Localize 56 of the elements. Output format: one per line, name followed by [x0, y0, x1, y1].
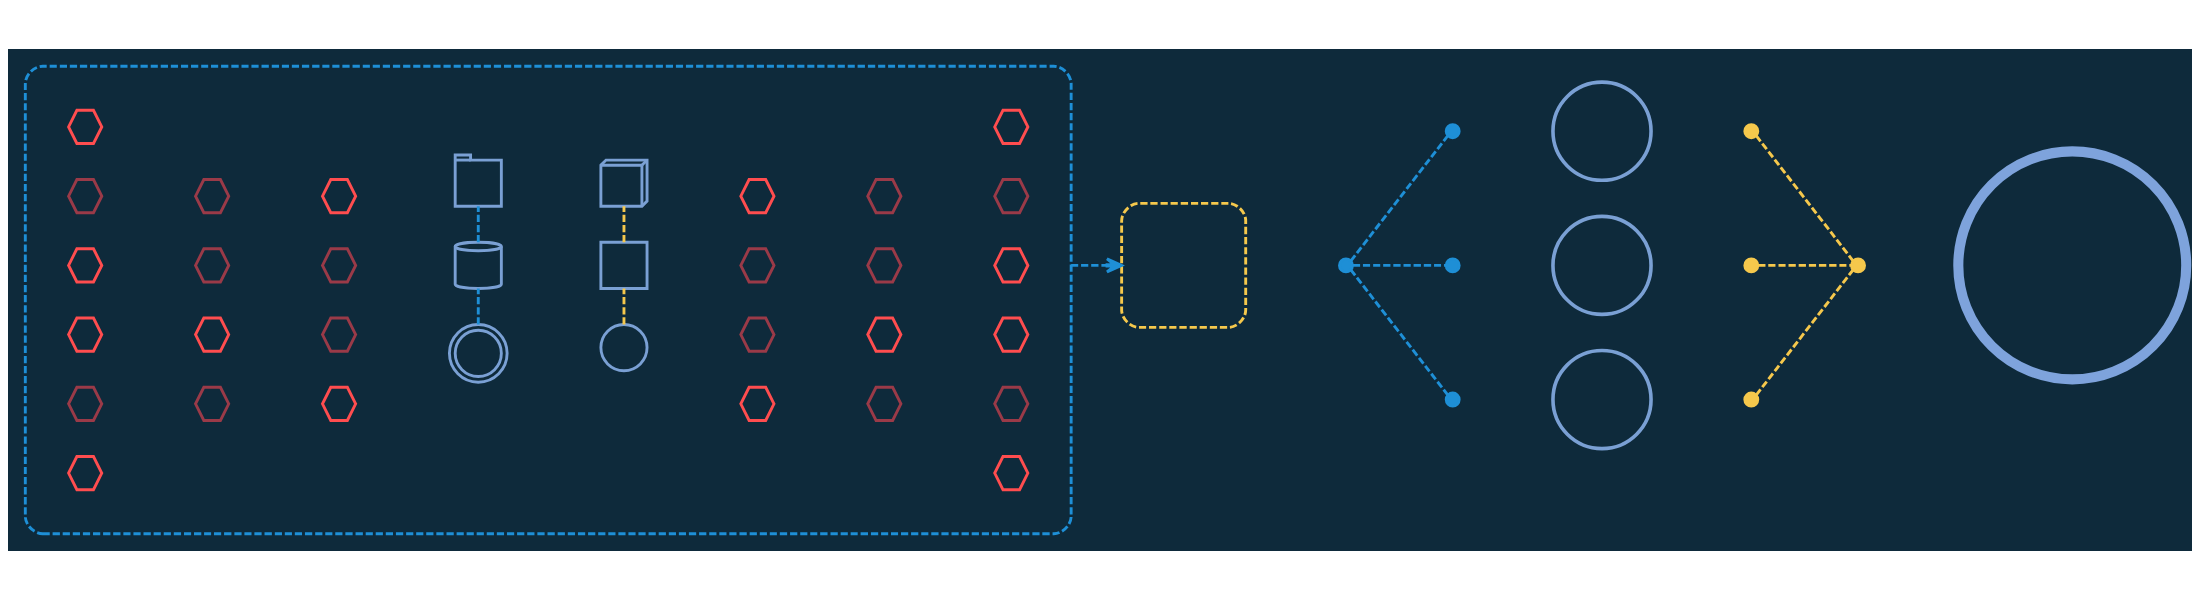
node-hexagon	[193, 178, 231, 215]
node-hexagon	[66, 247, 104, 284]
node-hexagon	[739, 247, 776, 284]
connector	[1349, 134, 1449, 262]
node-hexagon	[66, 385, 104, 422]
arrow	[1071, 257, 1123, 274]
node-circle	[1444, 391, 1461, 408]
node-hexagon	[866, 316, 903, 353]
connector	[1349, 268, 1449, 396]
node-hexagon	[320, 178, 358, 215]
node-circle	[1444, 123, 1461, 140]
node-circle	[1338, 257, 1354, 274]
connector	[622, 288, 626, 325]
node-hexagon	[739, 385, 776, 422]
node-gauge	[1953, 146, 2192, 385]
node-hexagon	[866, 247, 903, 284]
node-hexagon	[866, 385, 903, 422]
node-circle	[1743, 257, 1760, 274]
node-circle	[1743, 123, 1760, 140]
node-hexagon	[866, 178, 903, 215]
connector	[1353, 263, 1447, 267]
node-hexagon	[739, 316, 776, 353]
node-monitor	[599, 240, 649, 290]
connector	[1755, 134, 1855, 262]
connector	[622, 206, 626, 243]
node-hexagon	[66, 178, 104, 215]
connector	[1755, 269, 1855, 396]
connector	[1758, 263, 1852, 267]
node-circle	[1743, 391, 1760, 408]
node-hexagon	[993, 247, 1030, 284]
node-hexagon	[66, 316, 104, 353]
node-person	[1551, 348, 1653, 451]
node-hexagon	[320, 316, 358, 353]
cluster	[23, 64, 1073, 536]
node-network	[447, 323, 509, 384]
node-hexagon	[193, 247, 231, 284]
node-magnifier	[599, 323, 649, 373]
node-box	[1120, 201, 1248, 329]
node-hexagon	[993, 455, 1030, 492]
node-hexagon	[739, 178, 776, 215]
node-hexagon	[993, 385, 1030, 422]
node-hexagon	[320, 385, 358, 422]
node-hexagon	[993, 108, 1030, 145]
node-circle	[1444, 257, 1461, 274]
node-hexagon	[193, 385, 231, 422]
node-hexagon	[66, 108, 104, 145]
connector	[476, 288, 480, 325]
node-person	[1551, 80, 1653, 183]
node-person	[1551, 214, 1653, 317]
node-hexagon	[993, 178, 1030, 215]
node-hexagon	[66, 455, 104, 492]
connector	[476, 206, 480, 243]
node-hexagon	[320, 247, 358, 284]
node-hexagon	[193, 316, 231, 353]
node-circle	[1850, 257, 1866, 274]
node-hexagon	[993, 316, 1030, 353]
